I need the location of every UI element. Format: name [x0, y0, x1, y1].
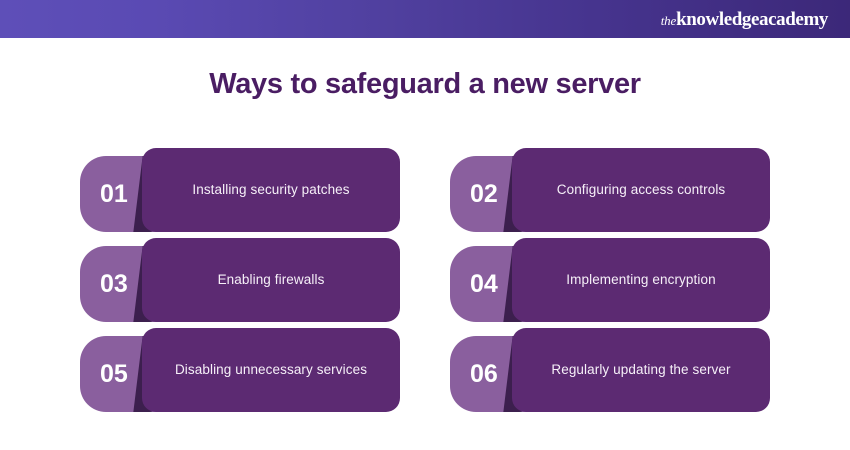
card-number: 03 — [100, 269, 128, 298]
card-number: 02 — [470, 179, 498, 208]
list-item[interactable]: 05 Disabling unnecessary services — [80, 328, 400, 412]
card-label: Configuring access controls — [556, 181, 726, 197]
card-number: 04 — [470, 269, 498, 298]
card-label: Enabling firewalls — [217, 271, 325, 287]
card-panel: Implementing encryption — [512, 238, 770, 322]
list-item[interactable]: 06 Regularly updating the server — [450, 328, 770, 412]
card-label: Implementing encryption — [566, 271, 716, 287]
card-label: Installing security patches — [192, 181, 350, 197]
cards-grid: 01 Installing security patches 02 Config… — [80, 148, 770, 412]
card-panel: Enabling firewalls — [142, 238, 400, 322]
card-number: 01 — [100, 179, 128, 208]
list-item[interactable]: 03 Enabling firewalls — [80, 238, 400, 322]
page-title: Ways to safeguard a new server — [209, 68, 641, 100]
card-panel: Installing security patches — [142, 148, 400, 232]
card-label: Regularly updating the server — [551, 361, 731, 377]
card-panel: Regularly updating the server — [512, 328, 770, 412]
list-item[interactable]: 04 Implementing encryption — [450, 238, 770, 322]
card-panel: Disabling unnecessary services — [142, 328, 400, 412]
brand-logo-name: knowledgeacademy — [676, 8, 828, 30]
card-number: 06 — [470, 359, 498, 388]
card-number: 05 — [100, 359, 128, 388]
brand-logo-prefix: the — [660, 12, 677, 28]
list-item[interactable]: 02 Configuring access controls — [450, 148, 770, 232]
list-item[interactable]: 01 Installing security patches — [80, 148, 400, 232]
card-panel: Configuring access controls — [512, 148, 770, 232]
card-label: Disabling unnecessary services — [174, 361, 368, 377]
